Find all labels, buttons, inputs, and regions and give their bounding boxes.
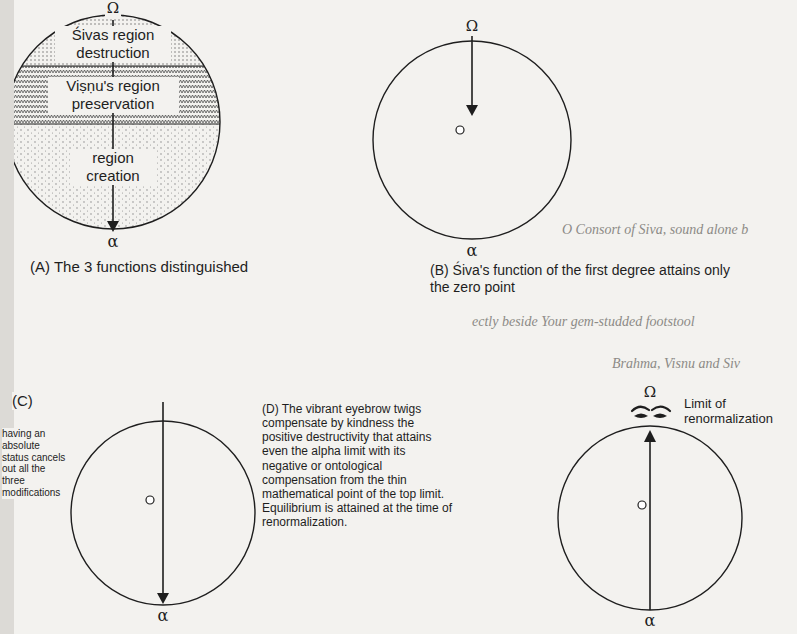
region-label: Viṣṇu's region preservation bbox=[48, 77, 179, 112]
page-text: ectly beside Your gem-studded footstool bbox=[470, 314, 697, 331]
zero-point bbox=[456, 126, 464, 134]
arrow-head bbox=[157, 593, 169, 604]
limit-symbol: α bbox=[643, 612, 658, 631]
zero-point bbox=[146, 496, 154, 504]
axis-line bbox=[649, 440, 651, 610]
band-fill bbox=[5, 14, 221, 66]
function-circle: (A) The 3 functions distinguishedŚivas r… bbox=[5, 14, 221, 230]
limit-symbol: α bbox=[465, 242, 480, 261]
figure-caption: (D) The vibrant eyebrow twigs compensate… bbox=[262, 402, 454, 529]
region-band: Śivas region destruction bbox=[5, 14, 221, 66]
page-text: O Consort of Siva, sound alone b bbox=[560, 222, 750, 239]
band-fill bbox=[5, 124, 221, 230]
region-label: region creation bbox=[70, 149, 156, 184]
limit-symbol: Ω bbox=[464, 18, 480, 36]
function-circle: (C)having an absolute status cancels out… bbox=[70, 420, 256, 606]
axis-line bbox=[471, 36, 473, 108]
band-fill bbox=[5, 66, 221, 124]
limit-symbol: α bbox=[156, 607, 171, 626]
limit-symbol: α bbox=[106, 233, 121, 252]
axis-line bbox=[162, 402, 164, 596]
circle-outline bbox=[70, 420, 256, 606]
arrow-head bbox=[107, 221, 119, 232]
region-band: region creation bbox=[5, 124, 221, 230]
figure-caption: (A) The 3 functions distinguished bbox=[30, 258, 280, 276]
eyebrow bbox=[632, 407, 649, 411]
figure-caption: (C) bbox=[12, 392, 52, 410]
function-circle: (B) Śiva's function of the first degree … bbox=[372, 40, 572, 240]
scan-shadow bbox=[0, 0, 14, 634]
limit-symbol: Ω bbox=[105, 0, 121, 18]
eyebrow bbox=[652, 407, 670, 411]
eye bbox=[634, 414, 648, 419]
caption-note: having an absolute status cancels out al… bbox=[2, 428, 66, 499]
function-circle: (D) The vibrant eyebrow twigs compensate… bbox=[557, 425, 743, 611]
region-band: Viṣṇu's region preservation bbox=[5, 66, 221, 124]
limit-symbol: Ω bbox=[642, 384, 658, 402]
arrow-head bbox=[466, 105, 478, 116]
page-text: Brahma, Visnu and Siv bbox=[610, 356, 742, 373]
caption-note: Limit of renormalization bbox=[684, 396, 794, 427]
circle-outline bbox=[372, 40, 572, 240]
arrow-head bbox=[644, 430, 656, 442]
region-label: Śivas region destruction bbox=[55, 26, 171, 61]
zero-point bbox=[638, 501, 646, 509]
circle-outline bbox=[557, 425, 743, 611]
figure-caption: (B) Śiva's function of the first degree … bbox=[430, 262, 730, 295]
eye bbox=[653, 414, 667, 419]
